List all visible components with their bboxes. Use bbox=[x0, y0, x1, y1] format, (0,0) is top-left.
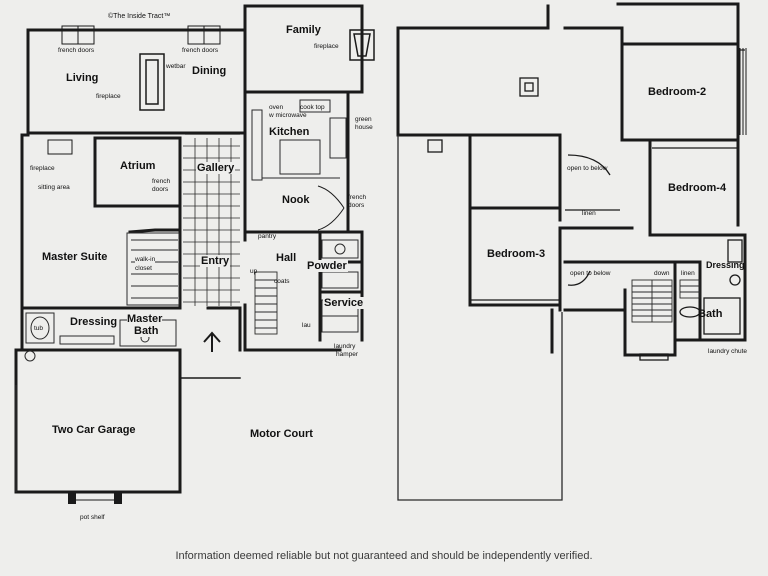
linen-note-1: linen bbox=[582, 210, 596, 217]
bedroom-2-hatch bbox=[739, 48, 747, 135]
room-dressing: Dressing bbox=[70, 316, 118, 328]
french-doors-nook-2: doors bbox=[348, 202, 365, 209]
linen-note-2: linen bbox=[681, 270, 695, 277]
second-floor-stairs bbox=[631, 279, 701, 323]
room-living: Living bbox=[66, 72, 99, 84]
up-note: up bbox=[250, 268, 258, 275]
lau-note: lau bbox=[302, 322, 311, 329]
pantry-note: pantry bbox=[258, 233, 277, 240]
kitchen-fixtures bbox=[251, 99, 347, 181]
green-house-note-2: house bbox=[355, 124, 373, 131]
room-entry: Entry bbox=[200, 255, 231, 267]
room-powder: Powder bbox=[306, 260, 348, 272]
coats-note: coats bbox=[274, 278, 290, 285]
room-dining: Dining bbox=[192, 65, 227, 77]
family-fireplace-symbol bbox=[349, 29, 375, 61]
room-master-bath-2: Bath bbox=[134, 325, 159, 337]
room-dressing-upstairs: Dressing bbox=[706, 260, 745, 270]
walk-in-note-1: walk-in bbox=[135, 256, 156, 263]
pot-shelf-posts bbox=[68, 492, 122, 504]
laundry-hamper-note-1: laundry bbox=[334, 343, 356, 350]
entry-arrow bbox=[203, 331, 221, 352]
walk-in-note-2: closet bbox=[135, 265, 152, 272]
oven-note-2: w microwave bbox=[269, 112, 307, 119]
bath-fixtures bbox=[24, 312, 177, 362]
open-to-below-note-2: open to below bbox=[570, 270, 611, 277]
oven-note-1: oven bbox=[269, 104, 284, 111]
wetbar-island bbox=[139, 53, 165, 111]
french-doors-note-2: french doors bbox=[182, 47, 219, 54]
room-hall: Hall bbox=[276, 252, 297, 264]
room-master-bath-1: Master bbox=[127, 313, 163, 325]
room-bedroom-4: Bedroom-4 bbox=[668, 182, 727, 194]
room-nook: Nook bbox=[282, 194, 310, 206]
french-doors-note-1: french doors bbox=[58, 47, 95, 54]
copyright-text: ©The Inside Tract™ bbox=[108, 13, 171, 20]
room-bath-upstairs: Bath bbox=[698, 308, 723, 320]
room-bedroom-2: Bedroom-2 bbox=[648, 86, 707, 98]
french-doors-atrium-2: doors bbox=[152, 186, 169, 193]
room-service: Service bbox=[323, 297, 365, 309]
tub-note: tub bbox=[34, 325, 44, 332]
room-gallery: Gallery bbox=[196, 162, 236, 174]
first-floor-stairs bbox=[254, 271, 278, 335]
room-family: Family bbox=[286, 24, 321, 36]
second-floor-walls bbox=[396, 2, 747, 357]
room-motor-court: Motor Court bbox=[250, 428, 313, 440]
fireplace-living-note: fireplace bbox=[96, 93, 121, 100]
cook-top-note: cook top bbox=[300, 104, 325, 111]
french-doors-nook-1: french bbox=[348, 194, 367, 201]
disclaimer-footer: Information deemed reliable but not guar… bbox=[175, 550, 593, 562]
room-two-car-garage: Two Car Garage bbox=[52, 424, 136, 436]
pot-shelf-note: pot shelf bbox=[80, 514, 105, 521]
room-master-suite: Master Suite bbox=[42, 251, 108, 263]
wetbar-note: wetbar bbox=[166, 63, 186, 70]
room-atrium: Atrium bbox=[120, 160, 156, 172]
room-bedroom-3: Bedroom-3 bbox=[487, 248, 546, 260]
sitting-area-note: sitting area bbox=[38, 184, 70, 191]
down-note: down bbox=[654, 270, 670, 277]
french-doors-atrium-1: french bbox=[152, 178, 171, 185]
green-house-note-1: green bbox=[355, 116, 372, 123]
french-doors-symbols bbox=[47, 25, 345, 231]
laundry-hamper-note-2: hamper bbox=[336, 351, 359, 358]
powder-service-fixtures bbox=[321, 239, 359, 333]
fireplace-family-note: fireplace bbox=[314, 43, 339, 50]
second-floor-details bbox=[427, 77, 743, 361]
laundry-chute-note: laundry chute bbox=[708, 348, 748, 355]
open-to-below-note-1: open to below bbox=[567, 165, 608, 172]
fireplace-master-note: fireplace bbox=[30, 165, 55, 172]
room-kitchen: Kitchen bbox=[269, 126, 310, 138]
